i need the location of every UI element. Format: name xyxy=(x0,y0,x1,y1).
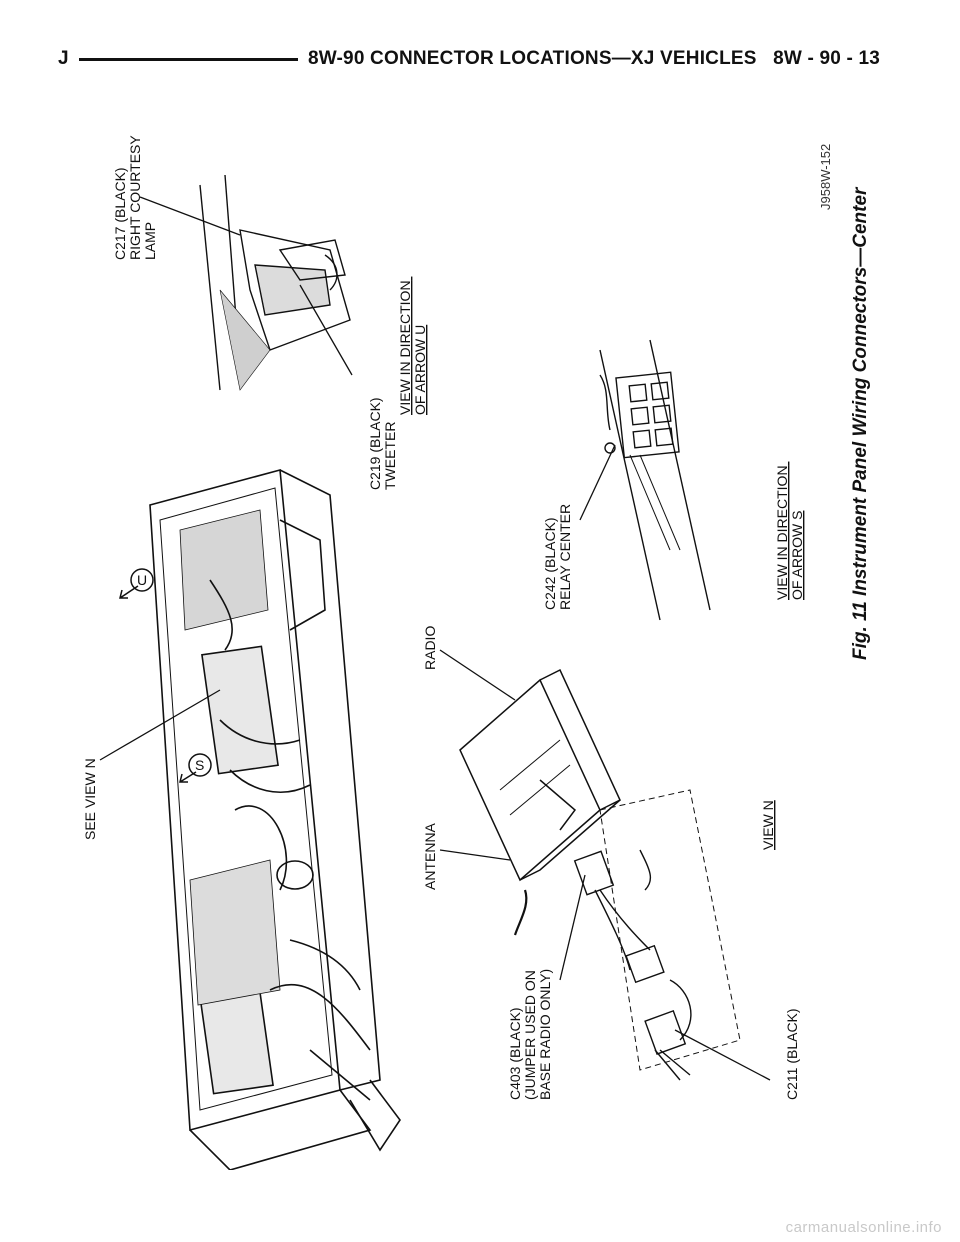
arrow-u-letter: U xyxy=(137,572,147,588)
watermark: carmanualsonline.info xyxy=(785,1219,942,1236)
label-c217: C217 (BLACK) RIGHT COURTESY LAMP xyxy=(112,132,158,260)
label-view-n: VIEW N xyxy=(760,800,776,850)
leader-lines xyxy=(99,196,771,1081)
page-number: 8W - 90 - 13 xyxy=(763,48,880,70)
label-radio: RADIO xyxy=(422,626,438,670)
label-c219: C219 (BLACK) TWEETER xyxy=(367,394,398,490)
part-number: J958W-152 xyxy=(818,144,833,210)
wiring-figure: U S xyxy=(40,90,920,1171)
section-letter: J xyxy=(58,48,79,70)
courtesy-lamp-tweeter-illustration xyxy=(199,174,351,391)
arrow-s-letter: S xyxy=(195,757,204,773)
view-n-connectors-illustration xyxy=(513,789,741,1081)
label-view-u: VIEW IN DIRECTION OF ARROW U xyxy=(397,277,428,415)
radio-illustration xyxy=(459,668,621,882)
arrow-u-marker: U xyxy=(119,568,154,599)
label-c242: C242 (BLACK) RELAY CENTER xyxy=(542,504,573,610)
figure-drawing: U S xyxy=(82,132,871,1171)
label-see-view-n: SEE VIEW N xyxy=(82,758,98,840)
label-c211: C211 (BLACK) xyxy=(784,1008,800,1100)
label-antenna: ANTENNA xyxy=(422,822,438,890)
label-view-s: VIEW IN DIRECTION OF ARROW S xyxy=(774,462,805,600)
instrument-panel-illustration xyxy=(149,468,401,1171)
label-c403: C403 (BLACK) (JUMPER USED ON BASE RADIO … xyxy=(507,966,553,1100)
section-title: 8W-90 CONNECTOR LOCATIONS—XJ VEHICLES xyxy=(298,48,767,70)
arrow-s-marker: S xyxy=(179,753,212,783)
page-header: J 8W-90 CONNECTOR LOCATIONS—XJ VEHICLES … xyxy=(58,48,880,74)
figure-caption: Fig. 11 Instrument Panel Wiring Connecto… xyxy=(850,186,871,660)
relay-center-illustration xyxy=(599,339,711,621)
